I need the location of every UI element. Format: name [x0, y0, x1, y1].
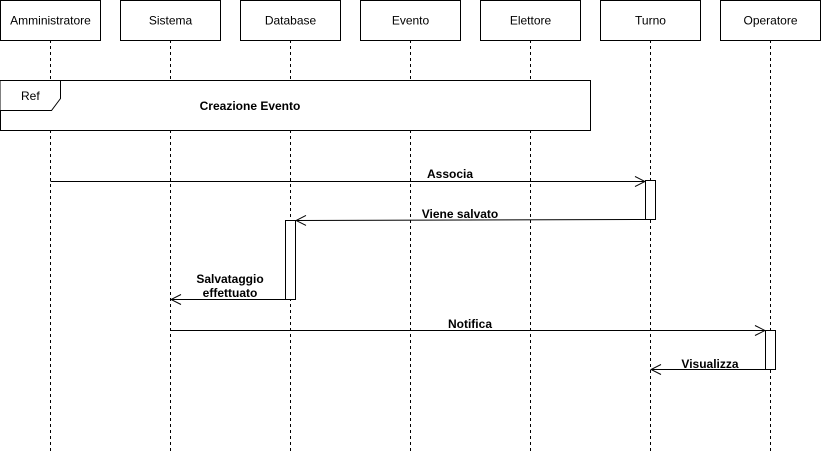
participant-database[interactable]: Database: [240, 0, 341, 41]
ref-fragment-tag: [0, 80, 61, 111]
participant-operatore-label: Operatore: [743, 14, 797, 28]
participant-turno-label: Turno: [635, 14, 666, 28]
participant-evento-label: Evento: [392, 14, 430, 28]
ref-fragment-title: Creazione Evento: [200, 99, 301, 113]
message-labels: Associa Viene salvato Salvataggio effett…: [196, 167, 739, 371]
ref-fragment-tag-label: Ref: [21, 89, 40, 103]
activation-operatore: [765, 330, 776, 370]
participant-database-label: Database: [265, 14, 317, 28]
message-salvataggio-label-line2: effettuato: [203, 286, 258, 300]
message-viene-salvato-arrow[interactable]: [296, 220, 646, 221]
participant-amministratore[interactable]: Amministratore: [0, 0, 101, 41]
ref-fragment-frame: [0, 80, 591, 131]
participant-elettore-label: Elettore: [510, 14, 552, 28]
participant-sistema-label: Sistema: [149, 14, 193, 28]
participant-amministratore-label: Amministratore: [10, 14, 91, 28]
activation-turno: [645, 180, 656, 220]
message-viene-salvato-label: Viene salvato: [422, 207, 499, 221]
participant-evento[interactable]: Evento: [360, 0, 461, 41]
participant-operatore[interactable]: Operatore: [720, 0, 821, 41]
participant-turno[interactable]: Turno: [600, 0, 701, 41]
message-salvataggio-label-line1: Salvataggio: [196, 272, 263, 286]
message-visualizza-label: Visualizza: [681, 357, 738, 371]
ref-fragment[interactable]: Ref Creazione Evento: [0, 80, 591, 131]
participants: Amministratore Sistema Database Evento E…: [0, 0, 821, 41]
messages: [50, 182, 766, 370]
message-notifica-label: Notifica: [448, 317, 492, 331]
participant-sistema[interactable]: Sistema: [120, 0, 221, 41]
activations: [285, 180, 776, 370]
participant-elettore[interactable]: Elettore: [480, 0, 581, 41]
message-associa-label: Associa: [427, 167, 473, 181]
activation-database: [285, 220, 296, 300]
